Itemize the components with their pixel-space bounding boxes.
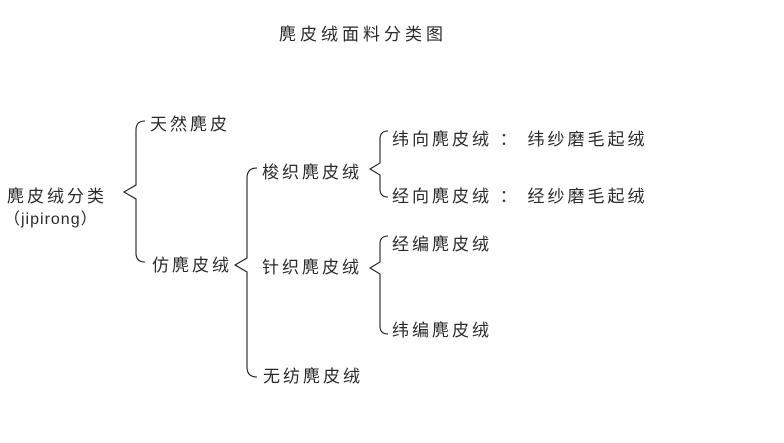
node-natural-suede: 天然麂皮 [150,115,230,134]
node-knitted-suede: 针织麂皮绒 [262,258,362,277]
brace-imitation-suede [233,167,258,378]
node-weft-knitted-suede: 纬编麂皮绒 [392,321,492,340]
brace-woven-suede [368,130,389,198]
node-warp-knitted-suede: 经编麂皮绒 [392,235,492,254]
node-nonwoven-suede: 无纺麂皮绒 [263,367,363,386]
node-weft-suede: 纬向麂皮绒 ： 纬纱磨毛起绒 [392,130,648,149]
node-woven-suede: 梭织麂皮绒 [262,163,362,182]
diagram-title: 麂皮绒面料分类图 [279,25,447,44]
root-node-label: 麂皮绒分类 [7,187,107,206]
node-imitation-suede: 仿麂皮绒 [152,256,232,275]
brace-root [122,120,146,263]
node-warp-suede: 经向麂皮绒 ： 经纱磨毛起绒 [392,187,648,206]
root-node-pinyin: （jipirong） [4,211,98,228]
brace-knitted-suede [368,235,389,335]
